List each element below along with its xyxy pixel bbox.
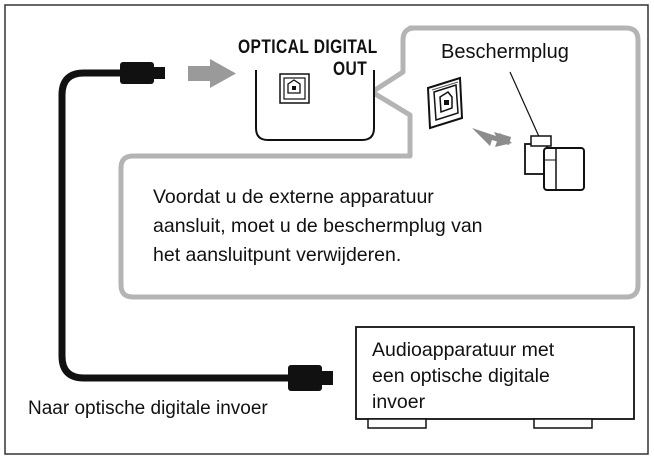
outer-frame [4,4,649,455]
cable-connector-bottom [288,365,333,391]
cable-destination-label: Naar optische digitale invoer [28,398,268,419]
port-label-line1: OPTICAL DIGITAL [238,37,378,58]
protective-plug-icon [524,135,585,191]
callout-bubble [118,25,641,300]
note-line: Voordat u de externe apparatuur [153,186,434,208]
port-label-line2: OUT [333,59,368,80]
zoomed-port-icon [426,76,464,130]
port-panel [255,70,375,141]
optical-cable [58,69,290,382]
device-label-line: Audioapparatuur met [372,339,555,361]
instruction-note: Voordat u de externe apparatuur aansluit… [153,183,573,270]
remove-plug-arrow [472,128,512,147]
optical-port-icon [279,73,310,104]
cable-connector-top [120,62,165,84]
protective-plug-label: Beschermplug [441,41,569,63]
audio-device-box [355,326,635,429]
note-line: aansluit, moet u de beschermplug van [153,215,483,237]
device-label-line: invoer [372,391,426,413]
note-line: het aansluitpunt verwijderen. [153,244,402,266]
device-label-line: een optische digitale [372,365,550,387]
audio-device-label: Audioapparatuur met een optische digital… [372,337,632,415]
plug-direction-arrow [188,59,236,88]
